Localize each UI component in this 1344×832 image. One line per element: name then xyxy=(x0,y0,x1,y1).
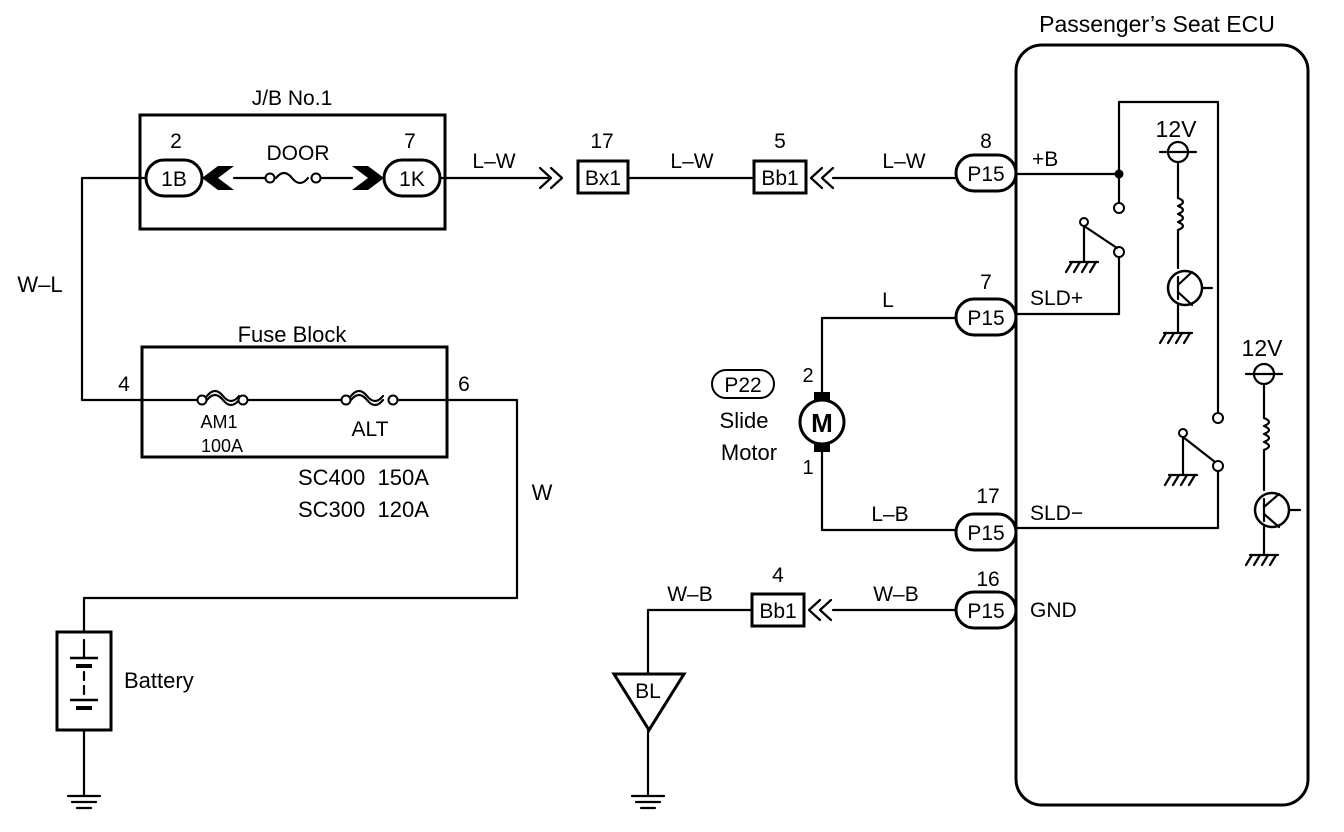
ecu-title: Passenger’s Seat ECU xyxy=(1039,11,1275,37)
p15-sldm-pin: 17 xyxy=(976,485,999,508)
wire-wl xyxy=(80,176,148,402)
bb1-bottom-label: Bb1 xyxy=(759,600,796,623)
p15-gnd-label: P15 xyxy=(967,600,1004,623)
connector-p15-b: 8 P15 xyxy=(954,130,1018,193)
bx1-label: Bx1 xyxy=(585,167,621,190)
ground-point-bl: BL xyxy=(611,672,687,810)
terminal-b-label: +B xyxy=(1032,148,1058,171)
connector-p15-sld-plus: 7 P15 xyxy=(954,271,1018,337)
fuse-am1-label: AM1 xyxy=(200,412,237,432)
male-terminal-bx1-a xyxy=(538,166,553,190)
connector-bb1-bottom: 4 Bb1 xyxy=(750,564,833,628)
p15-sldp-pin: 7 xyxy=(980,271,992,294)
relay-coil-1: 12V xyxy=(1156,116,1214,345)
wire-l xyxy=(820,316,958,394)
male-terminal-bx1-b xyxy=(549,166,564,190)
fuse-alt-label: ALT xyxy=(352,418,389,441)
fuse-variant-1: SC400 150A xyxy=(298,465,429,490)
motor-name-line2: Motor xyxy=(721,440,777,465)
wire-label-wl: W–L xyxy=(17,272,62,297)
wire-label-lw-3: L–W xyxy=(882,150,925,173)
connector-p15-sld-minus: 17 P15 xyxy=(954,485,1018,552)
p15-sldm-label: P15 xyxy=(967,522,1004,545)
relay-coil-2: 12V xyxy=(1242,335,1302,567)
wire-label-lb: L–B xyxy=(871,503,908,526)
p15-sldp-label: P15 xyxy=(967,307,1004,330)
motor-symbol: M xyxy=(811,408,833,438)
battery-symbol xyxy=(55,630,113,810)
battery-label: Battery xyxy=(124,668,194,693)
fuse-variant-2: SC300 120A xyxy=(298,497,429,522)
jb-fuse-label: DOOR xyxy=(267,142,330,165)
terminal-sld-plus-label: SLD+ xyxy=(1030,287,1083,310)
ecu-box xyxy=(1014,43,1310,807)
fuse-block-title: Fuse Block xyxy=(238,322,348,347)
relay-switch-1 xyxy=(1014,217,1125,316)
jb-left-pin: 2 xyxy=(170,130,182,153)
fuse-block: Fuse Block 4 6 AM1 100A ALT xyxy=(118,322,470,459)
relay-switch-2 xyxy=(1014,412,1224,530)
wire-w xyxy=(82,398,519,634)
p15-b-pin: 8 xyxy=(980,130,992,153)
jb-right-connector: 1K xyxy=(399,168,425,191)
motor-name-line1: Slide xyxy=(720,408,769,433)
wire-label-lw-1: L–W xyxy=(472,150,515,173)
motor-connector-badge xyxy=(711,369,775,399)
wire-label-wb-1: W–B xyxy=(667,583,713,606)
junction-block: J/B No.1 2 1B 7 1K DOOR xyxy=(138,87,447,231)
relay-voltage-1: 12V xyxy=(1156,116,1198,142)
bb1-top-label: Bb1 xyxy=(761,167,798,190)
fuse-block-left-pin: 4 xyxy=(118,373,130,396)
wire-label-wb-2: W–B xyxy=(873,583,919,606)
wire-label-l: L xyxy=(882,289,894,312)
slide-motor: M xyxy=(798,392,846,452)
jb-right-pin: 7 xyxy=(404,130,416,153)
bb1-bottom-pin: 4 xyxy=(772,564,784,587)
wire-label-w: W xyxy=(532,480,553,505)
connector-p15-gnd: 16 P15 xyxy=(954,568,1018,630)
connector-bx1: 17 Bx1 xyxy=(576,130,630,195)
motor-pin-top: 2 xyxy=(802,365,813,387)
jb-left-connector: 1B xyxy=(161,168,187,191)
p15-b-label: P15 xyxy=(967,163,1004,186)
bx1-pin: 17 xyxy=(590,130,613,153)
wire-lb xyxy=(820,450,958,532)
motor-pin-bottom: 1 xyxy=(802,457,813,479)
p15-gnd-pin: 16 xyxy=(976,568,999,591)
jb-title: J/B No.1 xyxy=(252,87,333,110)
fuse-block-right-pin: 6 xyxy=(458,373,470,396)
terminal-sld-minus-label: SLD− xyxy=(1030,502,1083,525)
wire-label-lw-2: L–W xyxy=(670,150,713,173)
bb1-top-pin: 5 xyxy=(774,130,786,153)
ecu-internal-b-bus xyxy=(1014,100,1220,414)
terminal-gnd-label: GND xyxy=(1030,599,1077,622)
motor-connector-label: P22 xyxy=(724,374,761,397)
ground-point-label: BL xyxy=(635,680,661,703)
fuse-am1-rating: 100A xyxy=(201,436,243,456)
relay-voltage-2: 12V xyxy=(1242,335,1284,361)
wire-wb-1 xyxy=(646,608,754,676)
connector-bb1-top: 5 Bb1 xyxy=(752,130,835,195)
